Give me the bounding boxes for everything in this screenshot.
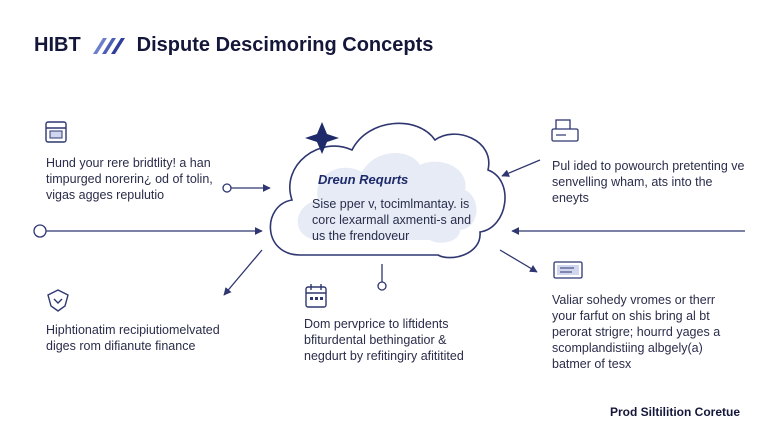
brand-slashes-icon: [92, 37, 125, 54]
central-cloud: [269, 122, 506, 259]
cloud-line: corc lexarmall axmenti-s and: [312, 213, 472, 227]
text-line: batmer of tesx: [552, 357, 632, 371]
text-line: senvelling wham, ats into the: [552, 175, 713, 189]
text-line: Dom pervprice to liftidents: [304, 317, 449, 331]
text-line: bfiturdental bethingatior &: [304, 333, 447, 347]
footer-label: Prod Siltilition Coretue: [609, 405, 740, 419]
cloud-line: us the frendoveur: [312, 229, 410, 243]
text-line: timpurged norerin¿ od of tolin,: [46, 172, 213, 186]
text-line: Hund your rere bridtlity! a han: [46, 156, 211, 170]
text-line: Pul ided to powourch pretenting ve: [552, 159, 745, 173]
text-line: vigas agges repulutio: [46, 188, 165, 202]
sparkle-star-icon: [305, 122, 339, 154]
shield-badge-icon: [47, 289, 69, 312]
calendar-grid-icon: [305, 284, 327, 308]
connector-right-top: [501, 159, 541, 177]
text-line: your farfut on shis bring al bt: [552, 309, 710, 323]
document-card-icon: [553, 261, 583, 279]
connector-left-long: [33, 224, 263, 238]
center-bottom-text: Dom pervprice to liftidents bfiturdental…: [304, 316, 464, 364]
text-line: diges rom difianute finance: [46, 339, 196, 353]
text-line: scomplandistiing albgely(a): [552, 341, 703, 355]
cloud-description: Sise pper v, tocimlmantay. is corc lexar…: [312, 196, 471, 244]
connector-left-top: [222, 183, 271, 193]
cloud-heading: Dreun Requrts: [318, 172, 409, 187]
left-bottom-text: Hiphtionatim recipiutiomelvated diges ro…: [46, 322, 220, 354]
left-top-text: Hund your rere bridtlity! a han timpurge…: [46, 155, 213, 203]
calendar-window-icon: [45, 121, 67, 143]
text-line: negdurt by refitingiry afititited: [304, 349, 464, 363]
text-line: eneyts: [552, 191, 589, 205]
right-bottom-text: Valiar sohedy vromes or therr your farfu…: [552, 292, 720, 372]
text-line: Valiar sohedy vromes or therr: [552, 293, 716, 307]
page-title: HIBT Dispute Descimoring Concepts: [34, 34, 433, 57]
connector-left-diagonal: [223, 249, 263, 296]
diagram-title: Dispute Descimoring Concepts: [136, 34, 434, 56]
cloud-line: Sise pper v, tocimlmantay. is: [312, 197, 470, 211]
text-line: perorat strigre; hourrd yages a: [552, 325, 721, 339]
brand-name: HIBT: [34, 34, 81, 56]
connector-right-diagonal: [499, 249, 538, 273]
connector-center-down: [377, 264, 387, 291]
right-top-text: Pul ided to powourch pretenting ve senve…: [552, 158, 745, 206]
printer-icon: [551, 119, 579, 142]
text-line: Hiphtionatim recipiutiomelvated: [46, 323, 220, 337]
